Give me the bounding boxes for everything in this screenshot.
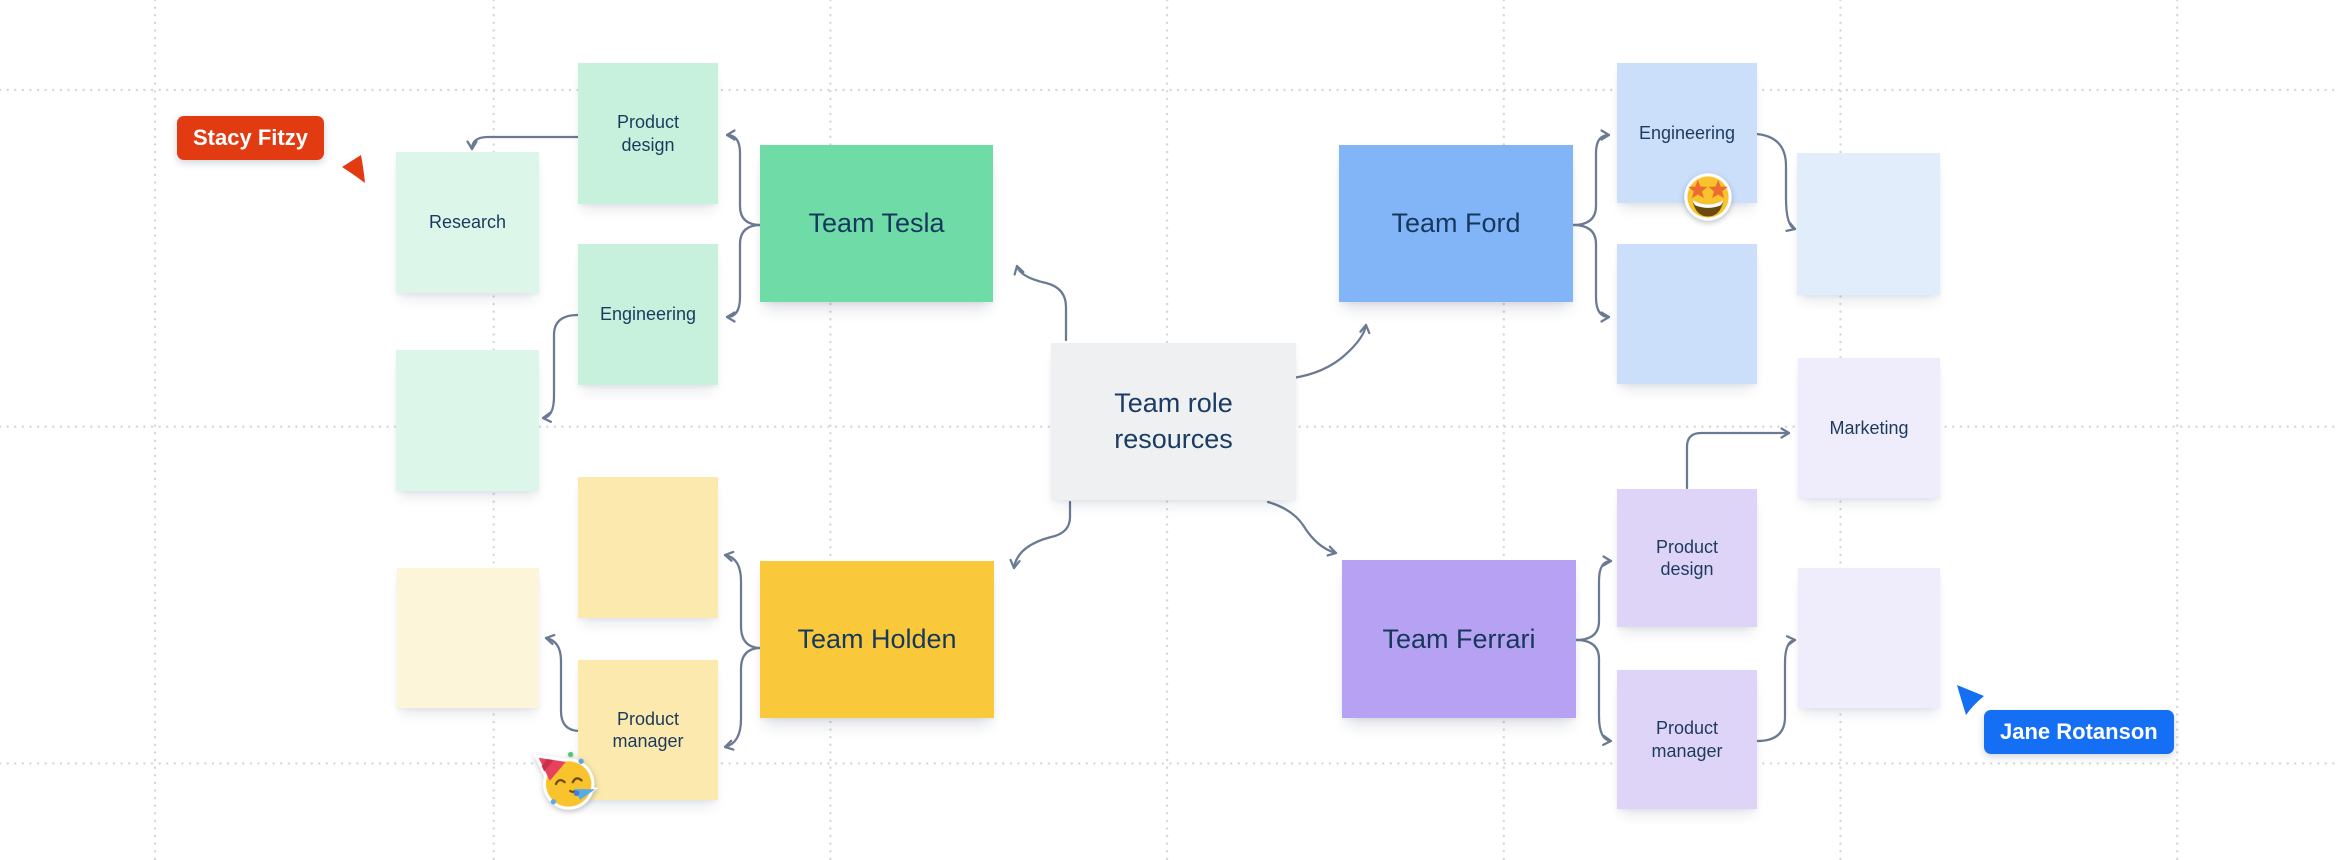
partying-face-emoji-sticker[interactable]: [528, 742, 604, 818]
team-tesla-box[interactable]: Team Tesla: [760, 145, 993, 302]
connector-engineering-to-pale-blue[interactable]: [1755, 132, 1797, 233]
cursor-name-tag: Stacy Fitzy: [177, 116, 324, 160]
connector-center-to-tesla[interactable]: [1013, 264, 1068, 342]
sticky-label: Product manager: [612, 708, 684, 752]
connector-tesla-to-engineering[interactable]: [725, 223, 763, 323]
connector-productmanager-to-pale-yellow[interactable]: [544, 633, 582, 733]
connector-ferrari-to-productdesign[interactable]: [1574, 555, 1613, 642]
sticky-engineering-ford[interactable]: Engineering: [1617, 63, 1757, 203]
sticky-empty-pale-blue[interactable]: [1797, 153, 1940, 295]
team-ferrari-box[interactable]: Team Ferrari: [1342, 560, 1576, 718]
team-label: Team Ford: [1391, 208, 1521, 238]
sticky-label: Product design: [1655, 536, 1719, 580]
sticky-product-design-tesla[interactable]: Product design: [578, 63, 718, 204]
sticky-research[interactable]: Research: [396, 152, 539, 293]
sticky-product-manager-ferrari[interactable]: Product manager: [1617, 670, 1757, 809]
connector-holden-to-productmanager[interactable]: [723, 646, 763, 751]
sticky-label: Marketing: [1829, 417, 1909, 438]
cursor-pointer-icon: [342, 155, 365, 183]
sticky-empty-blue[interactable]: [1617, 244, 1757, 384]
connector-productmanager-to-pale-purple[interactable]: [1755, 635, 1797, 743]
center-node-team-role-resources[interactable]: Team role resources: [1051, 343, 1296, 500]
team-ford-box[interactable]: Team Ford: [1339, 145, 1573, 302]
connector-ferrari-to-productmanager[interactable]: [1574, 638, 1613, 746]
sticky-empty-mint[interactable]: [396, 350, 539, 491]
partying-face-emoji: [533, 751, 599, 810]
sticky-label: Product design: [616, 112, 680, 155]
sticky-engineering-tesla[interactable]: Engineering: [578, 244, 718, 385]
connector-tesla-to-productdesign[interactable]: [725, 129, 763, 227]
center-node-label: Team role resources: [1114, 388, 1233, 454]
sticky-product-design-ferrari[interactable]: Product design: [1617, 489, 1757, 627]
sticky-label: Research: [428, 212, 507, 233]
team-label: Team Tesla: [808, 208, 945, 238]
connector-productdesign-to-research[interactable]: [466, 135, 581, 151]
connector-ford-to-empty-blue[interactable]: [1571, 223, 1611, 323]
star-struck-emoji-sticker[interactable]: [1680, 169, 1736, 225]
sticky-empty-pale-purple[interactable]: [1798, 568, 1940, 708]
connector-center-to-holden[interactable]: [1009, 500, 1072, 570]
sticky-product-manager-holden[interactable]: Product manager: [578, 660, 718, 800]
sticky-empty-pale-yellow[interactable]: [397, 568, 539, 708]
cursor-stacy: Stacy Fitzy: [177, 116, 365, 183]
sticky-label: Engineering: [599, 304, 697, 325]
team-holden-box[interactable]: Team Holden: [760, 561, 994, 718]
connector-center-to-ford[interactable]: [1291, 323, 1371, 380]
connector-productdesign-to-marketing[interactable]: [1685, 427, 1791, 490]
team-label: Team Ferrari: [1382, 623, 1536, 654]
team-label: Team Holden: [797, 624, 957, 654]
cursor-name-tag: Jane Rotanson: [1984, 710, 2174, 754]
star-struck-emoji: [1684, 173, 1732, 221]
connector-engineering-to-empty-mint[interactable]: [541, 313, 580, 423]
sticky-label: Engineering: [1638, 122, 1736, 143]
connector-center-to-ferrari[interactable]: [1266, 500, 1338, 557]
cursor-pointer-icon: [1957, 685, 1984, 715]
sticky-label: Product manager: [1651, 718, 1723, 761]
connector-ford-to-engineering[interactable]: [1571, 129, 1611, 227]
sticky-empty-yellow[interactable]: [578, 477, 718, 618]
connector-holden-to-empty-yellow[interactable]: [723, 550, 763, 650]
sticky-marketing[interactable]: Marketing: [1798, 358, 1940, 498]
